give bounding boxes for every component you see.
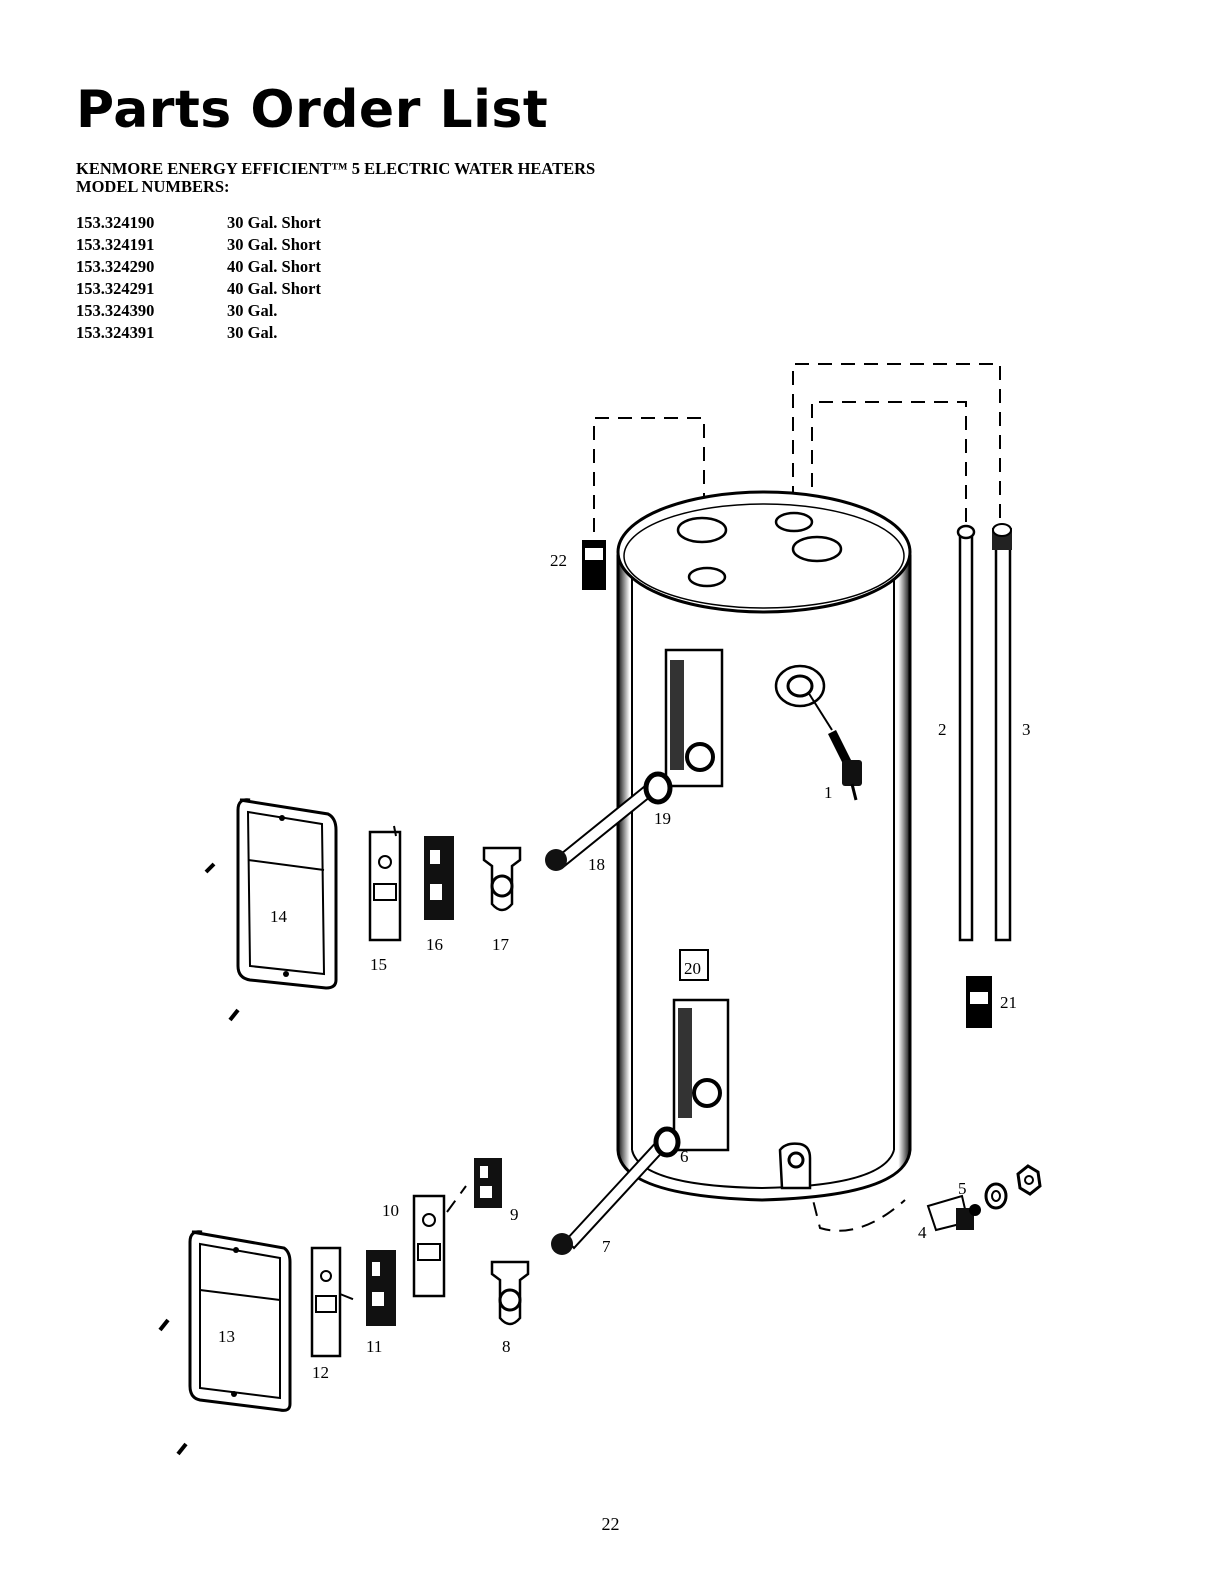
callout-10: 10 — [382, 1201, 399, 1220]
callout-13: 13 — [218, 1327, 235, 1346]
callout-20: 20 — [684, 959, 701, 978]
thermostat-bracket-icon — [492, 1262, 528, 1324]
callout-4: 4 — [918, 1223, 927, 1242]
callout-15: 15 — [370, 955, 387, 974]
callout-19: 19 — [654, 809, 671, 828]
callout-11: 11 — [366, 1337, 382, 1356]
page-number: 22 — [0, 1514, 1221, 1535]
screw-icon — [160, 1320, 186, 1454]
callout-12: 12 — [312, 1363, 329, 1382]
drain-valve-icon — [928, 1166, 1040, 1230]
callout-8: 8 — [502, 1337, 511, 1356]
callout-18: 18 — [588, 855, 605, 874]
screw-icon — [206, 864, 238, 1020]
callout-17: 17 — [492, 935, 510, 954]
callout-16: 16 — [426, 935, 443, 954]
thermostat-icon — [424, 836, 454, 920]
access-cover-icon — [190, 1232, 290, 1411]
callout-2: 2 — [938, 720, 947, 739]
water-heater-tank-icon — [618, 492, 910, 1200]
callout-3: 3 — [1022, 720, 1031, 739]
callout-14: 14 — [270, 907, 288, 926]
thermostat-bracket-icon — [414, 1196, 444, 1296]
access-cover-icon — [238, 800, 336, 988]
pipe-nipple-icon — [582, 540, 606, 590]
callout-21: 21 — [1000, 993, 1017, 1012]
thermostat-icon — [474, 1158, 502, 1208]
inlet-outlet-pipes-icon — [958, 524, 1012, 940]
thermostat-bracket-icon — [484, 848, 520, 910]
thermostat-bracket-icon — [312, 1248, 340, 1356]
callout-6: 6 — [680, 1147, 689, 1166]
callout-1: 1 — [824, 783, 833, 802]
callout-5: 5 — [958, 1179, 967, 1198]
callout-7: 7 — [602, 1237, 611, 1256]
heating-element-icon — [551, 1129, 678, 1255]
thermostat-icon — [366, 1250, 396, 1326]
pipe-nipple-icon — [966, 976, 992, 1028]
callout-22: 22 — [550, 551, 567, 570]
callout-9: 9 — [510, 1205, 519, 1224]
thermostat-bracket-icon — [370, 826, 400, 940]
